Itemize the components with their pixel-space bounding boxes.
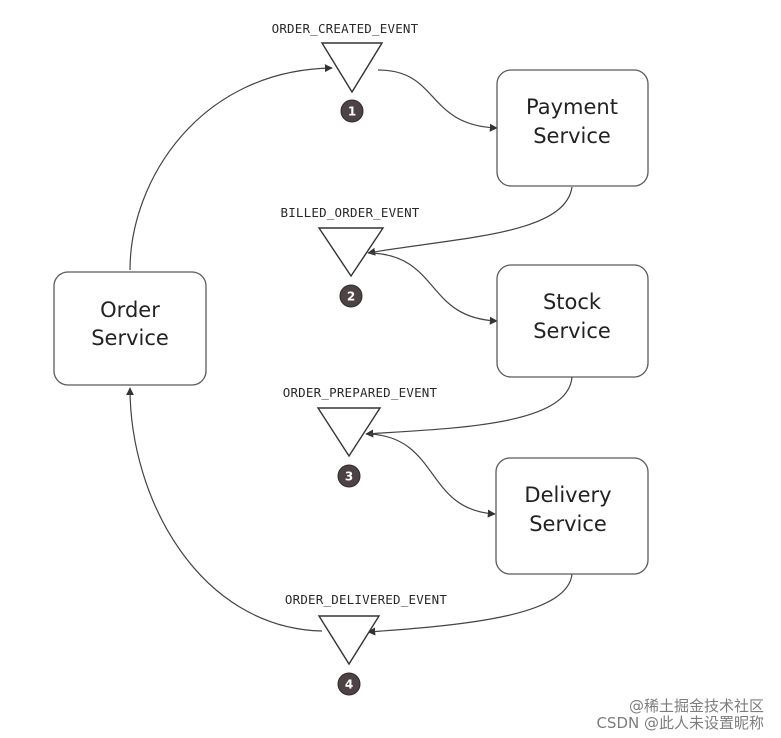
event-order-created-triangle bbox=[320, 42, 384, 94]
watermark: @稀土掘金技术社区 CSDN @此人未设置昵称 bbox=[596, 697, 764, 732]
order-service-label-line1: Order bbox=[100, 298, 160, 322]
event-order-delivered-label: ORDER_DELIVERED_EVENT bbox=[285, 592, 448, 607]
event-order-delivered: ORDER_DELIVERED_EVENT 4 bbox=[285, 592, 448, 696]
event-billed-order-label: BILLED_ORDER_EVENT bbox=[280, 205, 419, 220]
watermark-line2: CSDN @此人未设置昵称 bbox=[596, 714, 764, 732]
payment-service-label-line1: Payment bbox=[526, 95, 618, 119]
event-order-prepared-label: ORDER_PREPARED_EVENT bbox=[283, 385, 438, 400]
flow-prepared-to-delivery bbox=[369, 433, 496, 518]
flow-order-to-created bbox=[129, 64, 333, 271]
event-order-delivered-triangle bbox=[317, 615, 381, 666]
order-service-label-line2: Service bbox=[91, 326, 169, 350]
watermark-line1: @稀土掘金技术社区 bbox=[629, 697, 764, 715]
step-2-badge bbox=[339, 284, 363, 308]
payment-service-node: Payment Service bbox=[496, 69, 649, 187]
delivery-service-label-line2: Service bbox=[529, 512, 607, 536]
event-billed-order: BILLED_ORDER_EVENT 2 bbox=[280, 205, 420, 308]
step-4-badge bbox=[337, 672, 361, 696]
stock-service-label-line2: Service bbox=[533, 319, 611, 343]
order-service-node: Order Service bbox=[53, 271, 207, 386]
event-order-created: ORDER_CREATED_EVENT 1 bbox=[272, 21, 419, 123]
payment-service-label-line2: Service bbox=[533, 124, 611, 148]
event-billed-order-triangle bbox=[317, 227, 385, 278]
flow-connectors bbox=[126, 64, 573, 636]
delivery-service-label-line1: Delivery bbox=[524, 483, 611, 507]
flow-stock-to-prepared bbox=[365, 376, 573, 438]
delivery-service-node: Delivery Service bbox=[495, 457, 649, 575]
step-2-number: 2 bbox=[347, 290, 355, 304]
flow-delivery-to-delivered bbox=[367, 573, 573, 636]
event-order-prepared: ORDER_PREPARED_EVENT 3 bbox=[283, 385, 438, 488]
step-3-badge bbox=[337, 464, 361, 488]
event-order-prepared-triangle bbox=[316, 407, 382, 458]
flow-billed-to-stock bbox=[369, 252, 498, 325]
stock-service-label-line1: Stock bbox=[543, 290, 602, 314]
step-3-number: 3 bbox=[345, 470, 353, 484]
step-4-number: 4 bbox=[345, 678, 353, 692]
flow-created-to-payment bbox=[377, 69, 498, 132]
event-order-created-label: ORDER_CREATED_EVENT bbox=[272, 21, 419, 36]
flow-payment-to-billed bbox=[367, 186, 573, 256]
step-1-number: 1 bbox=[348, 105, 356, 119]
flow-delivered-to-order bbox=[126, 387, 323, 632]
step-1-badge bbox=[340, 99, 364, 123]
stock-service-node: Stock Service bbox=[496, 264, 649, 378]
